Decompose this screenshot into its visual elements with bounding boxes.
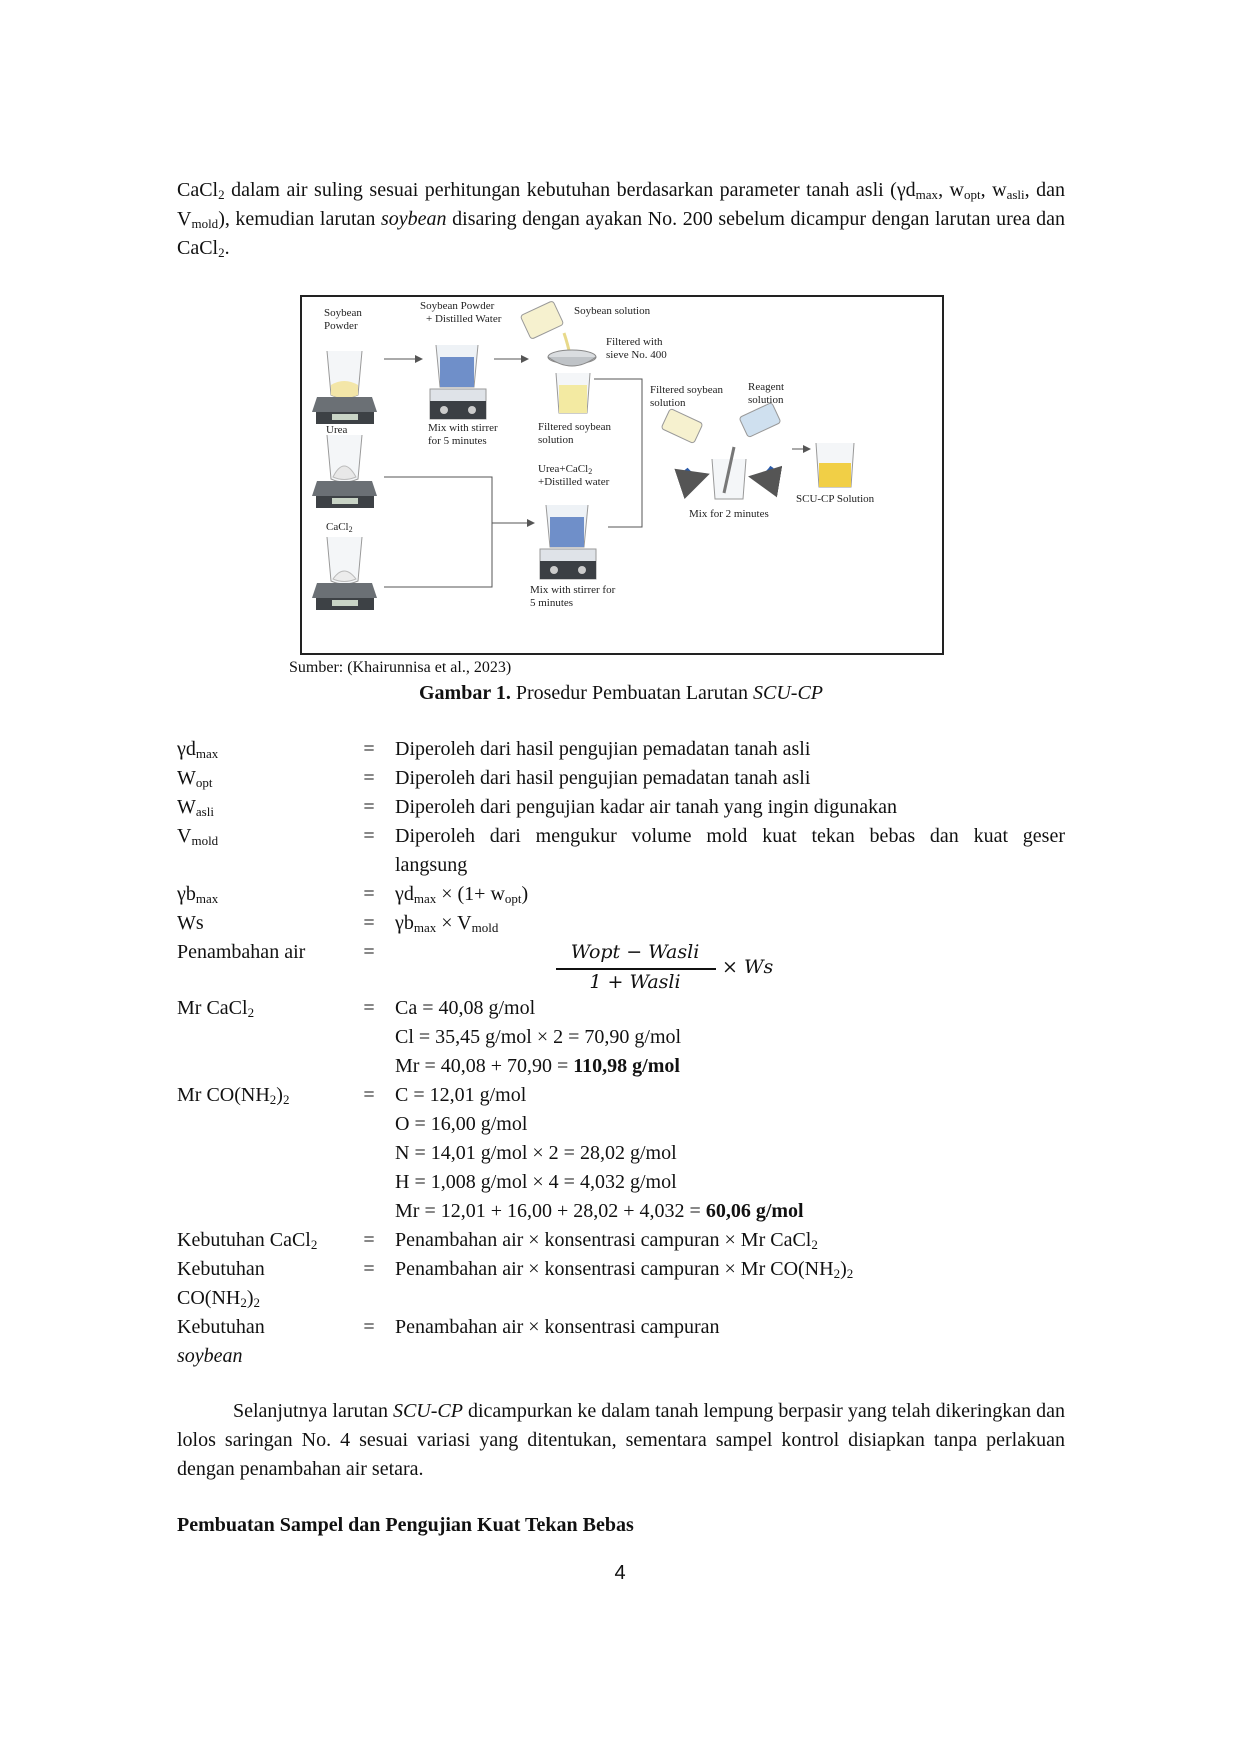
row-penambahan-air: Penambahan air = Wopt − Wasli 1 + Wasli … bbox=[177, 941, 774, 993]
scu-cp-beaker bbox=[815, 442, 855, 488]
flow-arrows bbox=[384, 355, 811, 588]
svg-text:for 5 minutes: for 5 minutes bbox=[428, 435, 487, 447]
intro-paragraph: CaCl2 dalam air suling sesuai perhitunga… bbox=[177, 179, 1065, 260]
svg-text:Mix with stirrer: Mix with stirrer bbox=[428, 422, 498, 434]
figure-caption: Gambar 1. Prosedur Pembuatan Larutan SCU… bbox=[418, 682, 824, 704]
stirrer-2 bbox=[539, 504, 597, 580]
svg-text:solution: solution bbox=[538, 434, 574, 446]
svg-text:Filtered with: Filtered with bbox=[606, 336, 663, 348]
scale-cacl2 bbox=[312, 536, 377, 610]
sieve-pour bbox=[520, 301, 597, 367]
svg-text:SCU-CP Solution: SCU-CP Solution bbox=[796, 493, 875, 505]
svg-text:Reagent: Reagent bbox=[748, 381, 784, 393]
svg-text:solution: solution bbox=[748, 394, 784, 406]
svg-text:Soybean Powder: Soybean Powder bbox=[420, 300, 495, 312]
scale-soybean bbox=[312, 350, 377, 424]
svg-text:Filtered soybean: Filtered soybean bbox=[650, 384, 724, 396]
svg-text:Soybean: Soybean bbox=[324, 307, 362, 319]
svg-text:solution: solution bbox=[650, 397, 686, 409]
svg-text:Soybean solution: Soybean solution bbox=[574, 305, 651, 317]
svg-text:CaCl2: CaCl2 bbox=[326, 521, 353, 534]
svg-text:Urea: Urea bbox=[326, 424, 347, 436]
filtered-beaker bbox=[555, 372, 591, 414]
scale-urea bbox=[312, 434, 377, 508]
section-heading: Pembuatan Sampel dan Pengujian Kuat Teka… bbox=[177, 1514, 634, 1536]
svg-text:Powder: Powder bbox=[324, 320, 358, 332]
figure-source: Sumber: (Khairunnisa et al., 2023) bbox=[289, 659, 512, 676]
svg-text:Urea+CaCl2: Urea+CaCl2 bbox=[538, 463, 592, 476]
svg-text:Mix for 2 minutes: Mix for 2 minutes bbox=[689, 508, 769, 520]
svg-text:5 minutes: 5 minutes bbox=[530, 597, 573, 609]
page-number: 4 bbox=[614, 1562, 626, 1584]
mixing-group bbox=[661, 402, 783, 500]
svg-text:sieve No. 400: sieve No. 400 bbox=[606, 349, 667, 361]
procedure-figure: Soybean Powder Urea CaCl2 Soybean Powder… bbox=[300, 295, 944, 655]
stirrer-1 bbox=[429, 344, 487, 420]
closing-paragraph: Selanjutnya larutan SCU-CP dicampurkan k… bbox=[177, 1400, 1066, 1480]
procedure-diagram: Soybean Powder Urea CaCl2 Soybean Powder… bbox=[312, 300, 875, 610]
svg-text:Filtered soybean: Filtered soybean bbox=[538, 421, 612, 433]
svg-text:Mix with stirrer for: Mix with stirrer for bbox=[530, 584, 616, 596]
svg-text:+Distilled water: +Distilled water bbox=[538, 476, 610, 488]
svg-text:+ Distilled Water: + Distilled Water bbox=[426, 313, 502, 325]
